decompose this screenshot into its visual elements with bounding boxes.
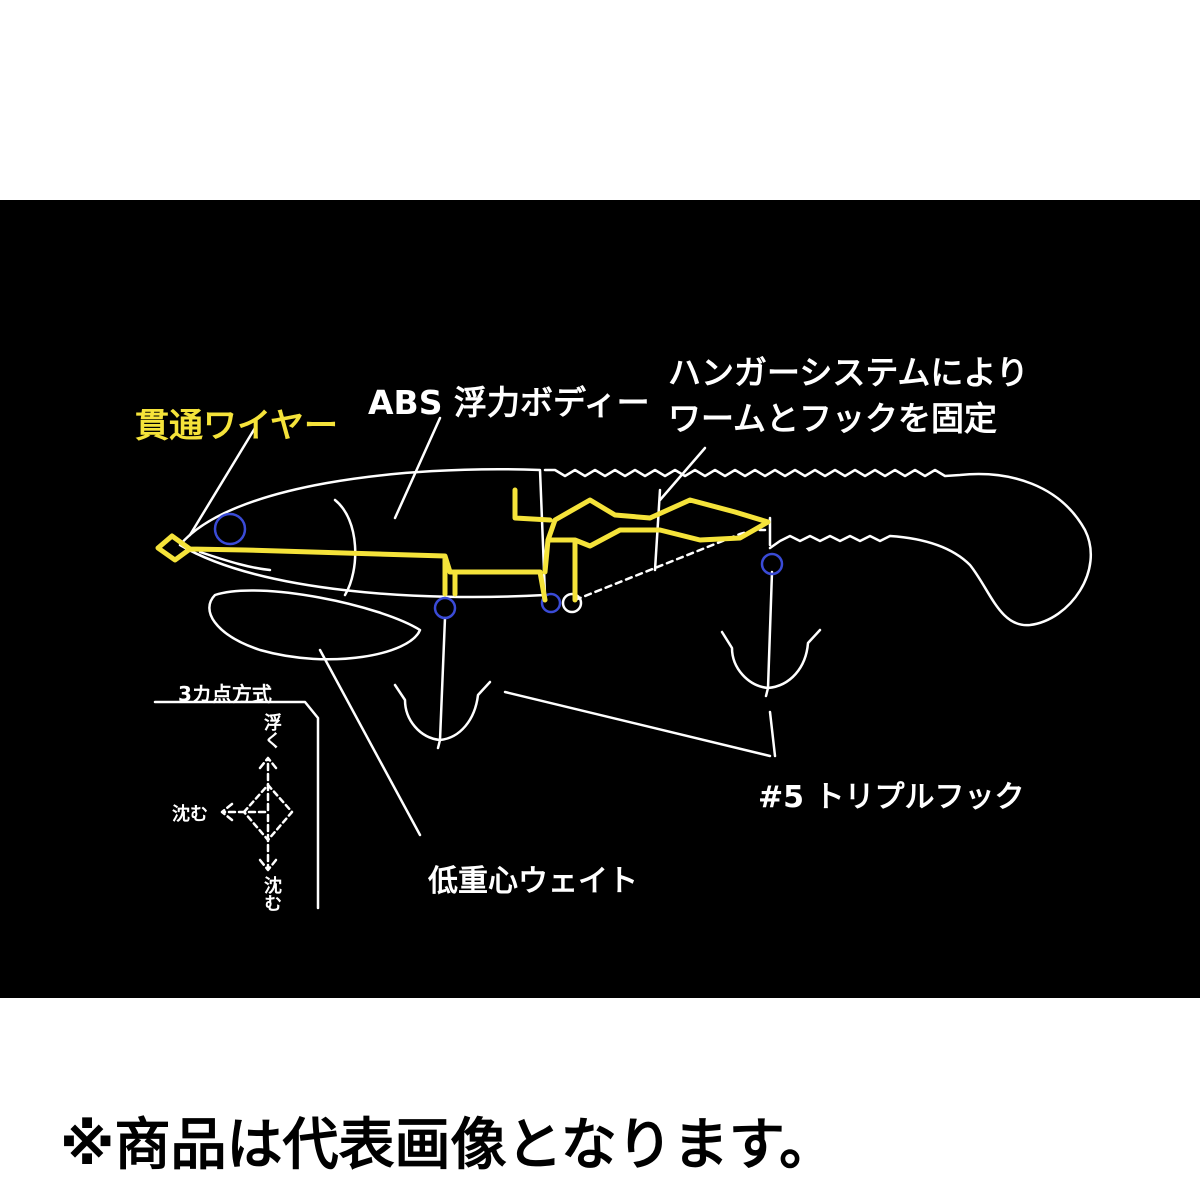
pointer-weight — [318, 648, 422, 837]
lure-body-outline — [178, 468, 547, 599]
mouth-line — [198, 550, 272, 572]
mid-ring-2 — [561, 592, 583, 614]
belly-weight-outline — [208, 589, 422, 661]
pointer-hook-right — [768, 710, 777, 758]
label-system-up: 浮く — [261, 713, 282, 749]
hook-left — [393, 596, 492, 750]
lure-diagram — [153, 416, 1092, 910]
arrow-down — [258, 813, 278, 872]
label-triple-hook: #5 トリプルフック — [758, 780, 1025, 815]
worm-tail-outline — [543, 468, 1092, 627]
label-hanger-line1: ハンガーシステムにより — [668, 353, 1029, 392]
arrow-diag-up — [242, 783, 294, 842]
label-low-weight: 低重心ウェイト — [428, 864, 638, 899]
diagram-panel: 貫通ワイヤー ABS 浮力ボディー ハンガーシステムにより ワームとフックを固定… — [0, 200, 1200, 998]
system-bracket — [153, 700, 320, 910]
lure-eye — [213, 512, 247, 546]
label-system-title: 3カ点方式 — [178, 682, 272, 706]
label-through-wire: 貫通ワイヤー — [135, 406, 338, 446]
hook-right — [720, 552, 822, 698]
disclaimer-text: ※商品は代表画像となります。 — [60, 1113, 836, 1178]
pointer-wire — [188, 426, 257, 537]
pointer-hook-left — [503, 690, 772, 758]
gill-line — [333, 498, 357, 597]
label-system-down: 沈む — [261, 876, 282, 912]
through-wire — [155, 487, 771, 603]
label-hanger-line2: ワームとフックを固定 — [668, 399, 998, 438]
pointer-hanger — [658, 446, 707, 502]
worm-lower-seam — [573, 528, 767, 602]
label-system-left: 沈む — [172, 804, 208, 825]
pointer-body — [393, 416, 442, 520]
label-abs-body: ABS 浮力ボディー — [368, 383, 650, 422]
mid-ring-1 — [540, 592, 562, 614]
